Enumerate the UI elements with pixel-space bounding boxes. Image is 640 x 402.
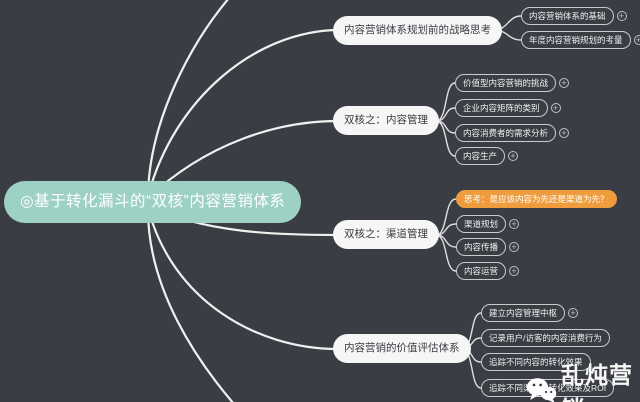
branch-strategy-thinking[interactable]: 内容营销体系规划前的战略思考 xyxy=(333,16,502,45)
subtopic-value-content-challenge[interactable]: 价值型内容营销的挑战 xyxy=(455,74,557,92)
branch-channel-management[interactable]: 双核之：渠道管理 xyxy=(333,220,439,249)
subtopic-row: 内容运营 + xyxy=(456,262,520,280)
expand-icon[interactable]: + xyxy=(616,11,627,21)
subtopic-consumer-needs[interactable]: 内容消费者的需求分析 xyxy=(455,124,557,142)
subtopic-row: 记录用户/访客的内容消费行为 xyxy=(481,329,610,347)
wechat-icon xyxy=(526,377,557,402)
expand-icon[interactable]: + xyxy=(509,242,520,252)
expand-icon[interactable]: + xyxy=(559,78,570,88)
subtopic-row: 内容生产 + xyxy=(455,147,519,165)
expand-icon[interactable]: + xyxy=(509,266,520,276)
subtopic-track-content-conversion[interactable]: 追踪不同内容的转化效果 xyxy=(481,353,591,371)
watermark-text: 乱炖营销 xyxy=(561,362,633,402)
branch-content-management[interactable]: 双核之：内容管理 xyxy=(333,106,439,135)
expand-icon[interactable]: + xyxy=(633,35,640,45)
subtopic-row: 年度内容营销规划的考量 + xyxy=(521,31,640,49)
subtopic-channel-planning[interactable]: 渠道规划 xyxy=(456,215,507,233)
subtopic-content-hub[interactable]: 建立内容管理中枢 xyxy=(481,304,566,322)
expand-icon[interactable]: + xyxy=(550,103,561,113)
subtopic-content-distribution[interactable]: 内容传播 xyxy=(456,238,507,256)
expand-icon[interactable]: + xyxy=(568,308,579,318)
subtopic-row: 思考：是应该内容为先还是渠道为先？ xyxy=(456,190,617,208)
subtopic-row: 内容营销体系的基础 + xyxy=(521,7,627,25)
subtopic-row: 价值型内容营销的挑战 + xyxy=(455,74,570,92)
watermark: 乱炖营销 xyxy=(526,356,640,402)
branch-value-evaluation[interactable]: 内容营销的价值评估体系 xyxy=(333,334,471,363)
subtopic-record-consumption[interactable]: 记录用户/访客的内容消费行为 xyxy=(481,329,610,347)
subtopic-annual-planning[interactable]: 年度内容营销规划的考量 xyxy=(521,31,631,49)
subtopic-row: 内容消费者的需求分析 + xyxy=(455,124,570,142)
subtopic-row: 内容传播 + xyxy=(456,238,520,256)
subtopic-content-matrix[interactable]: 企业内容矩阵的类别 xyxy=(455,99,548,117)
root-topic[interactable]: ◎基于转化漏斗的“双核”内容营销体系 xyxy=(4,181,302,223)
expand-icon[interactable]: + xyxy=(509,219,520,229)
subtopic-row: 渠道规划 + xyxy=(456,215,520,233)
subtopic-row: 追踪不同内容的转化效果 xyxy=(481,353,591,371)
expand-icon[interactable]: + xyxy=(559,128,570,138)
expand-icon[interactable]: + xyxy=(508,151,519,161)
subtopic-system-foundation[interactable]: 内容营销体系的基础 xyxy=(521,7,614,25)
subtopic-content-production[interactable]: 内容生产 xyxy=(455,147,506,165)
subtopic-content-vs-channel-question[interactable]: 思考：是应该内容为先还是渠道为先？ xyxy=(456,190,617,208)
subtopic-row: 建立内容管理中枢 + xyxy=(481,304,579,322)
subtopic-row: 企业内容矩阵的类别 + xyxy=(455,99,561,117)
subtopic-content-operation[interactable]: 内容运营 xyxy=(456,262,507,280)
